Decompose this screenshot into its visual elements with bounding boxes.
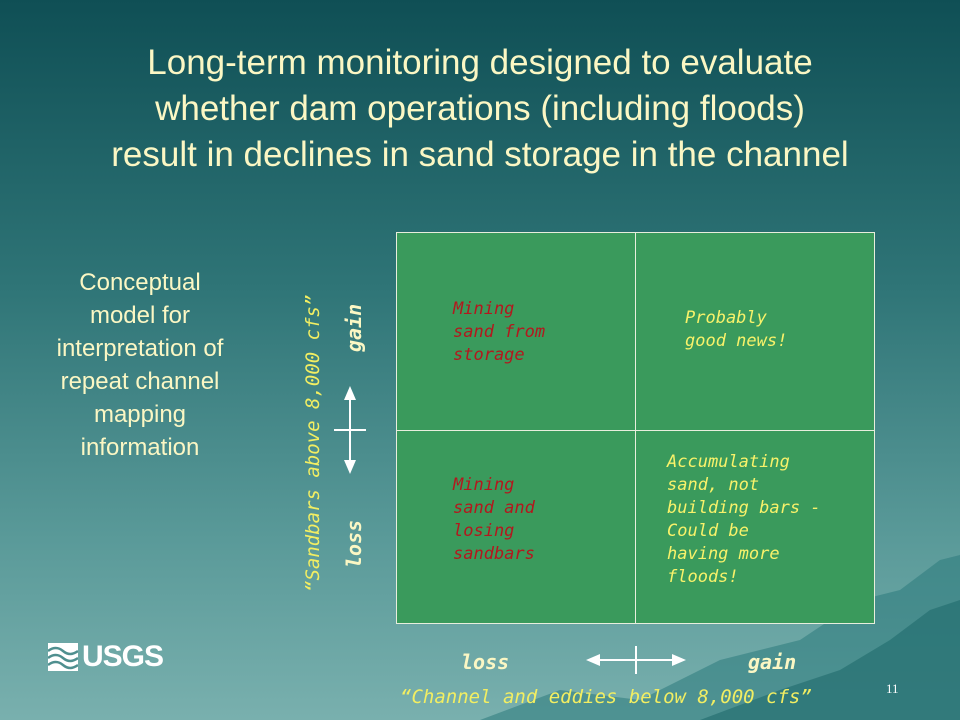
quadrant-top-right: Probably good news! [685,308,788,351]
quadrant-top-left: Mining sand from storage [453,299,546,365]
concept-line: interpretation of [56,335,224,362]
title-line-1: Long-term monitoring designed to evaluat… [147,43,813,82]
page-number: 11 [886,681,899,696]
quadrant-grid [396,232,875,624]
y-axis-gain-label: gain [342,303,366,352]
quadrant-bottom-left: Mining sand and losing sandbars [453,475,535,564]
grid-divider-horizontal [397,430,874,431]
concept-line: information [80,434,200,461]
title-line-2: whether dam operations (including floods… [155,89,805,128]
concept-line: model for [89,302,191,329]
grid-divider-vertical [635,233,636,623]
usgs-logo: USGS [48,640,164,674]
quadrant-bottom-right: Accumulating sand, not building bars - C… [667,452,821,587]
concept-line: Conceptual [79,269,201,296]
x-axis-double-arrow-icon [586,646,686,674]
y-axis-double-arrow-icon [334,386,366,474]
x-axis-loss-label: loss [461,650,510,674]
concept-line: mapping [93,401,187,428]
slide-title: Long-term monitoring designed to evaluat… [20,40,940,178]
y-axis-loss-label: loss [342,519,366,568]
concept-description: Conceptual model for interpretation of r… [18,266,262,464]
concept-line: repeat channel [60,368,220,395]
usgs-logo-text: USGS [82,640,164,673]
x-axis-label: “Channel and eddies below 8,000 cfs” [400,686,812,708]
title-line-3: result in declines in sand storage in th… [111,135,849,174]
x-axis-gain-label: gain [748,650,797,674]
y-axis-label: “Sandbars above 8,000 cfs” [302,294,324,592]
usgs-wave-icon [48,643,78,671]
